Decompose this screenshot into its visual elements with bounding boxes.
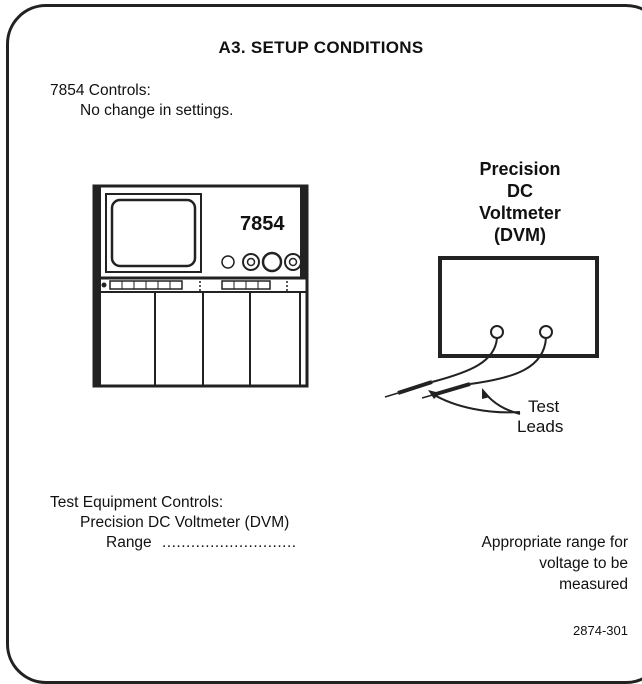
oscilloscope-model-label: 7854 — [240, 213, 285, 235]
oscilloscope-illustration — [92, 184, 309, 388]
dvm-label-line: Precision — [479, 159, 561, 179]
knob-icon — [242, 253, 260, 271]
controls-heading: 7854 Controls: — [50, 82, 151, 99]
dvm-label-line: Voltmeter — [479, 203, 561, 223]
dvm-illustration — [438, 256, 599, 358]
dvm-label: Precision DC Voltmeter (DVM) — [420, 158, 620, 246]
dvm-label-line: DC — [507, 181, 533, 201]
range-setting-value-line3: measured — [559, 576, 628, 593]
page-title: A3. SETUP CONDITIONS — [218, 38, 424, 57]
equipment-heading: Test Equipment Controls: — [50, 494, 224, 511]
knob-icon — [261, 251, 283, 273]
knob-icon — [221, 255, 235, 269]
setup-diagram: 7854 — [92, 184, 599, 415]
range-setting-name: Range — [106, 534, 152, 551]
test-leads-label-line1: Test — [528, 397, 560, 416]
test-leads-label-line2: Leads — [517, 417, 564, 436]
equipment-instrument: Precision DC Voltmeter (DVM) — [80, 514, 290, 531]
input-jack-icon — [539, 325, 553, 339]
figure-number: 2874-301 — [573, 623, 628, 638]
test-leads — [384, 337, 547, 415]
range-setting-value-line1: Appropriate range for — [481, 534, 628, 551]
input-jack-icon — [490, 325, 504, 339]
range-leader-dots: ............................ — [162, 534, 297, 551]
knob-icon — [284, 253, 302, 271]
range-setting-value-line2: voltage to be — [539, 555, 628, 572]
dvm-label-line: (DVM) — [494, 225, 546, 245]
controls-note: No change in settings. — [80, 102, 234, 119]
